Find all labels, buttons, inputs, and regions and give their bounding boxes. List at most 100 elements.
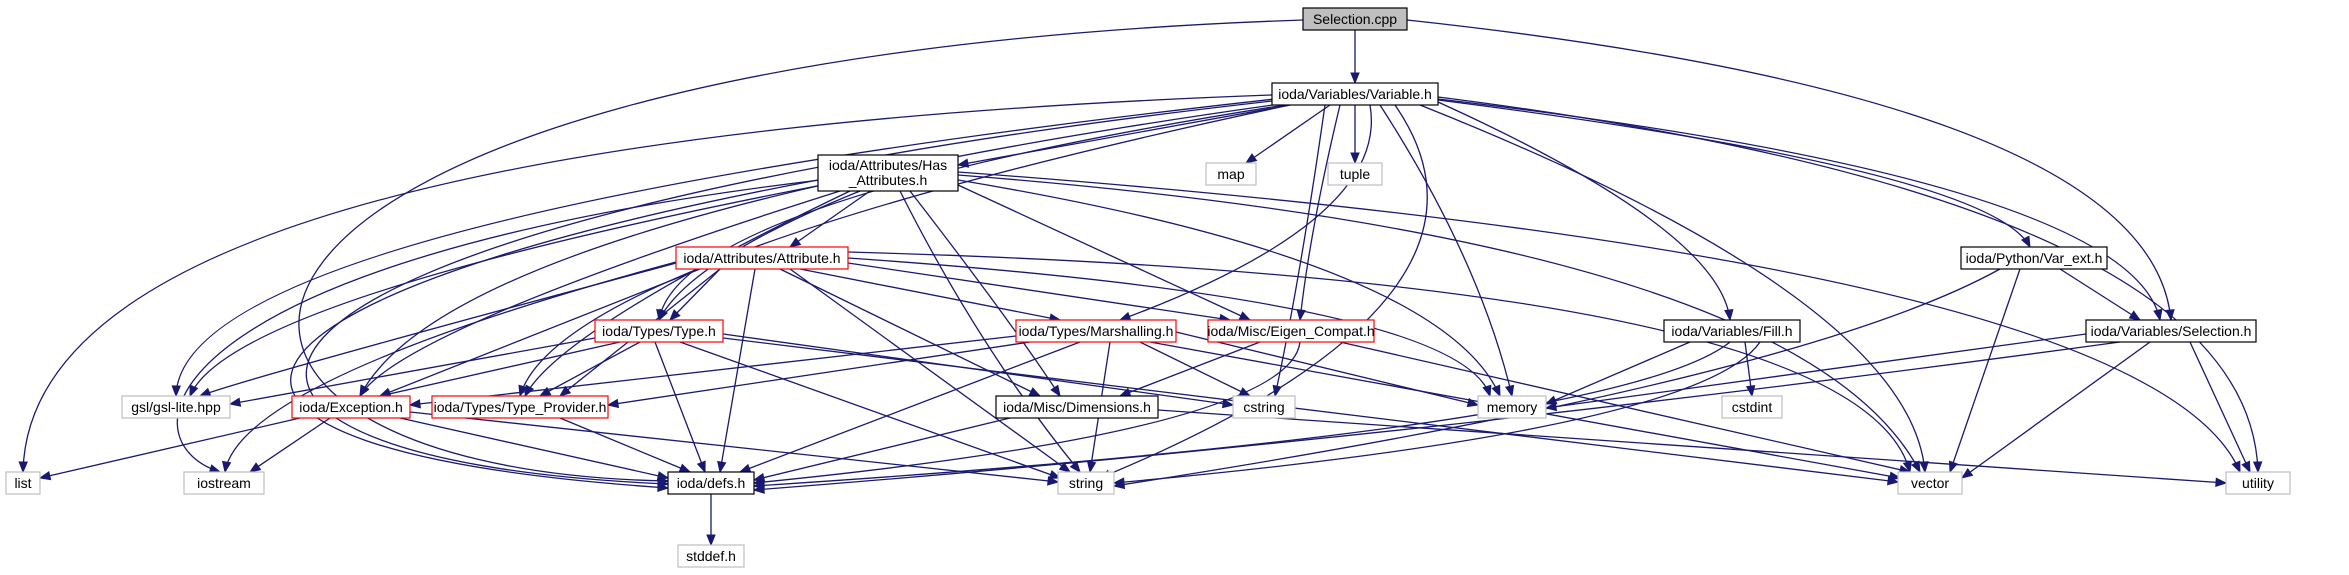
edge-line xyxy=(957,171,2241,473)
node-iostream[interactable]: iostream xyxy=(183,471,265,495)
node-cstring[interactable]: cstring xyxy=(1232,395,1296,419)
node-cstdint[interactable]: cstdint xyxy=(1721,395,1783,419)
edge-line xyxy=(305,100,1273,485)
node-utility[interactable]: utility xyxy=(2225,471,2291,495)
edge-exception-to-string xyxy=(409,411,1060,486)
edge-line xyxy=(658,104,1286,321)
edge-line xyxy=(229,337,596,405)
edge-variable-to-string xyxy=(1098,104,1428,479)
node-eigen-compat-h[interactable]: ioda/Misc/Eigen_Compat.h xyxy=(1207,319,1375,343)
arrowhead-icon xyxy=(717,460,727,474)
node-label: ioda/defs.h xyxy=(677,475,746,491)
arrowhead-icon xyxy=(2128,310,2142,321)
arrowhead-icon xyxy=(1724,309,1734,322)
node-defs-h[interactable]: ioda/defs.h xyxy=(667,471,755,495)
node-fill-h[interactable]: ioda/Variables/Fill.h xyxy=(1663,319,1801,343)
node-selection-h[interactable]: ioda/Variables/Selection.h xyxy=(2085,319,2257,343)
node-vector[interactable]: vector xyxy=(1897,471,1963,495)
edge-has-attributes-to-dimensions xyxy=(909,190,1061,398)
edge-exception-to-list xyxy=(38,417,301,481)
edge-has-attributes-to-vector xyxy=(957,174,1921,474)
edge-variable-to-has-attributes xyxy=(956,104,1291,168)
node-tuple[interactable]: tuple xyxy=(1327,162,1383,186)
edge-line xyxy=(669,268,721,321)
edge-attribute-to-type xyxy=(669,268,721,321)
arrowhead-icon xyxy=(1948,460,1958,474)
arrowhead-icon xyxy=(656,471,670,481)
arrowhead-icon xyxy=(1910,460,1921,474)
edge-line xyxy=(1299,104,1341,321)
arrowhead-icon xyxy=(738,463,752,473)
edge-variable-to-eigen xyxy=(1296,104,1341,322)
arrowhead-icon xyxy=(1050,384,1061,398)
node-dimensions-h[interactable]: ioda/Misc/Dimensions.h xyxy=(995,395,1159,419)
node-variable-h[interactable]: ioda/Variables/Variable.h xyxy=(1271,82,1439,106)
node-stddef-h[interactable]: stddef.h xyxy=(677,544,745,568)
edge-eigen-to-dimensions xyxy=(1118,341,1261,397)
edge-line xyxy=(1175,331,1479,406)
node-attribute-h[interactable]: ioda/Attributes/Attribute.h xyxy=(675,246,849,270)
arrowhead-icon xyxy=(788,237,802,248)
node-label: ioda/Misc/Dimensions.h xyxy=(1003,399,1151,415)
node-gsl-lite-hpp[interactable]: gsl/gsl-lite.hpp xyxy=(121,395,231,419)
arrowhead-icon xyxy=(1350,72,1360,85)
edge-line xyxy=(249,417,331,473)
node-list[interactable]: list xyxy=(5,471,41,495)
arrowhead-icon xyxy=(1221,398,1235,409)
node-var-ext-h[interactable]: ioda/Python/Var_ext.h xyxy=(1960,246,2108,270)
arrowhead-icon xyxy=(524,384,535,398)
node-label: ioda/Types/Marshalling.h xyxy=(1019,323,1174,339)
edge-line xyxy=(199,261,681,397)
edge-line xyxy=(739,341,1081,473)
arrowhead-icon xyxy=(538,386,552,397)
arrowhead-icon xyxy=(198,387,212,397)
edge-line xyxy=(409,335,1017,406)
node-selection-cpp[interactable]: Selection.cpp xyxy=(1302,7,1408,31)
arrowhead-icon xyxy=(171,385,181,398)
node-type-provider-h[interactable]: ioda/Types/Type_Provider.h xyxy=(431,395,609,419)
edge-has-attributes-to-type-provider xyxy=(524,190,851,398)
node-map[interactable]: map xyxy=(1205,162,1257,186)
arrowhead-icon xyxy=(669,309,681,321)
edge-line xyxy=(1961,341,2151,479)
node-memory[interactable]: memory xyxy=(1477,395,1547,419)
edge-line xyxy=(1245,104,1331,164)
arrowhead-icon xyxy=(752,472,766,483)
node-has-attributes-h[interactable]: ioda/Attributes/Has _Attributes.h xyxy=(817,154,959,192)
edge-variable-to-selection-h xyxy=(1437,98,2163,322)
arrowhead-icon xyxy=(359,384,370,398)
arrowhead-icon xyxy=(1504,384,1515,398)
edge-type-to-string xyxy=(679,341,1062,479)
node-type-h[interactable]: ioda/Types/Type.h xyxy=(594,319,724,343)
arrowhead-icon xyxy=(189,384,199,398)
edge-variable-to-gsl xyxy=(171,98,1276,398)
edge-line xyxy=(1119,341,1261,397)
edge-attribute-to-memory xyxy=(847,257,1492,398)
arrowhead-icon xyxy=(228,397,242,407)
edge-variable-to-marshalling xyxy=(1118,104,1372,321)
node-label: tuple xyxy=(1340,166,1371,182)
edge-line xyxy=(298,19,1304,482)
arrowhead-icon xyxy=(2153,308,2163,322)
edge-line xyxy=(189,184,823,397)
edge-line xyxy=(789,190,871,248)
node-label-line-2: _Attributes.h xyxy=(848,172,928,188)
edge-line xyxy=(539,341,641,397)
node-label-line-1: ioda/Attributes/Has xyxy=(829,157,947,173)
dependency-edges xyxy=(18,19,2263,547)
edge-has-attributes-to-gsl xyxy=(189,184,823,398)
arrowhead-icon xyxy=(1112,479,1126,490)
edge-type-provider-to-defs xyxy=(559,417,692,473)
edge-line xyxy=(1949,268,2021,473)
edge-line xyxy=(524,190,851,397)
edge-variable-to-list xyxy=(18,94,1273,474)
node-marshalling-h[interactable]: ioda/Types/Marshalling.h xyxy=(1015,319,1177,343)
arrowhead-icon xyxy=(1086,460,1097,474)
edge-attribute-to-iostream xyxy=(222,261,677,474)
edge-variable-to-fill xyxy=(1437,101,1734,322)
node-exception-h[interactable]: ioda/Exception.h xyxy=(291,395,411,419)
edge-line xyxy=(847,251,1911,473)
edge-exception-to-defs xyxy=(399,417,670,481)
node-string[interactable]: string xyxy=(1057,471,1115,495)
